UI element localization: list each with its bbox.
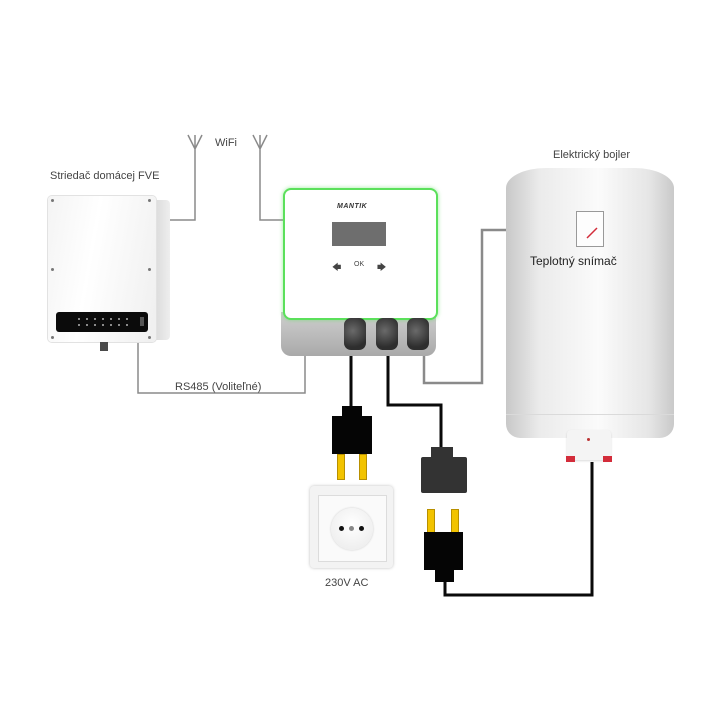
cable-gland-sensor bbox=[407, 318, 429, 350]
controller-screen bbox=[332, 222, 386, 246]
boiler-label: Elektrický bojler bbox=[553, 149, 631, 161]
wall-socket bbox=[310, 486, 393, 568]
sensor-label: Teplotný snímač bbox=[530, 254, 617, 268]
boiler-power-cable bbox=[443, 462, 594, 597]
electric-boiler: Teplotný snímač bbox=[506, 168, 674, 438]
controller-brand: MANTIK bbox=[337, 203, 368, 210]
inverter-display-panel bbox=[56, 312, 148, 332]
inverter-label: Striedač domácej FVE bbox=[50, 170, 160, 182]
right-arrow-button: 🡆 bbox=[377, 262, 387, 272]
boiler-red-foot-right bbox=[603, 456, 612, 462]
temperature-sensor bbox=[576, 211, 604, 247]
wifi-label: WiFi bbox=[215, 137, 237, 149]
left-arrow-button: 🡄 bbox=[332, 262, 342, 272]
wifi-antenna-controller bbox=[252, 134, 283, 221]
boiler-red-foot-left bbox=[566, 456, 575, 462]
output-power-cable bbox=[386, 350, 443, 450]
inverter-connector bbox=[100, 342, 108, 351]
rs485-label: RS485 (Voliteľné) bbox=[175, 381, 262, 393]
cable-gland-input bbox=[344, 318, 366, 350]
inverter bbox=[48, 196, 156, 342]
socket-label: 230V AC bbox=[325, 577, 369, 589]
cable-gland-output bbox=[376, 318, 398, 350]
ok-button: OK bbox=[354, 261, 365, 268]
rs485-cable bbox=[137, 340, 306, 394]
inverter-side bbox=[156, 200, 170, 340]
wifi-antenna-inverter bbox=[170, 134, 203, 221]
controller: MANTIK 🡄 OK 🡆 bbox=[283, 188, 438, 320]
boiler-control-box bbox=[567, 430, 611, 460]
